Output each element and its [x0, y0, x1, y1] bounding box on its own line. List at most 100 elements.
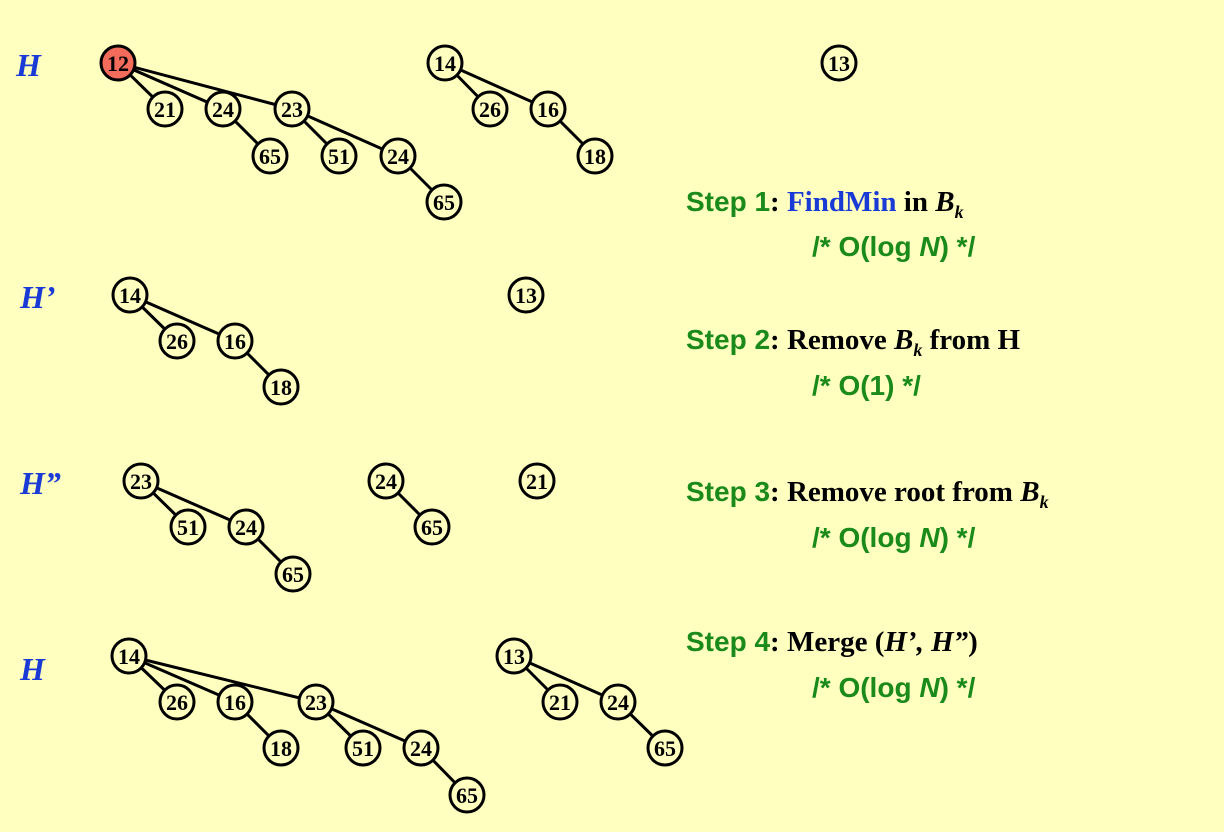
node-circle — [541, 683, 579, 721]
node-key: 18 — [270, 375, 292, 400]
heap-node: 51 — [169, 508, 207, 546]
tree-edge — [128, 654, 236, 704]
node-key: 23 — [130, 469, 152, 494]
node-key: 65 — [421, 515, 443, 540]
node-key: 26 — [166, 329, 188, 354]
step-3-var: B — [1020, 476, 1040, 508]
node-key: 65 — [654, 736, 676, 761]
node-circle — [320, 137, 358, 175]
heap-node: 26 — [158, 683, 196, 721]
node-key: 26 — [479, 97, 501, 122]
node-circle — [344, 729, 382, 767]
heap-node: 14 — [426, 44, 464, 82]
node-circle — [274, 555, 312, 593]
node-circle — [262, 368, 300, 406]
step-3-cost-n: N — [919, 522, 940, 553]
heap-node: 18 — [262, 368, 300, 406]
heap-node: 65 — [251, 137, 289, 175]
heap-node: 51 — [320, 137, 358, 175]
node-circle — [204, 90, 242, 128]
node-circle — [110, 637, 148, 675]
heap-node: 24 — [402, 729, 440, 767]
heap-node: 65 — [425, 183, 463, 221]
step-2-cost: /* O(1) */ — [812, 370, 921, 402]
node-circle — [426, 44, 464, 82]
heap-node: 65 — [274, 555, 312, 593]
heap-node: 65 — [448, 776, 486, 814]
step-4-cost-n: N — [919, 672, 940, 703]
node-circle — [251, 137, 289, 175]
step-3-cost: /* O(log N) */ — [812, 522, 975, 554]
tree-edge — [291, 107, 399, 158]
heap-node: 16 — [216, 322, 254, 360]
node-key: 13 — [503, 644, 525, 669]
step-2-colon: : — [770, 324, 780, 356]
heap-node: 14 — [111, 276, 149, 314]
node-key: 24 — [375, 469, 397, 494]
step-3-pre: Remove root from — [779, 476, 1021, 508]
step-2-pre: Remove — [779, 324, 895, 356]
node-key: 51 — [352, 736, 374, 761]
step-4-cost-a: /* O(log — [812, 672, 920, 703]
heap-node: 24 — [204, 90, 242, 128]
node-key: 21 — [526, 469, 548, 494]
heap-node: 14 — [110, 637, 148, 675]
heap-node: 23 — [297, 683, 335, 721]
heap-node: 26 — [471, 90, 509, 128]
node-key: 65 — [433, 190, 455, 215]
node-circle — [495, 637, 533, 675]
node-key: 12 — [107, 51, 129, 76]
tree-edge — [128, 654, 317, 704]
node-circle — [216, 683, 254, 721]
node-circle — [99, 44, 137, 82]
step-2-number: Step 2 — [686, 324, 771, 355]
node-key: 16 — [537, 97, 559, 122]
step-1-text: Step 1: FindMin in Bk — [686, 186, 964, 223]
node-circle — [146, 90, 184, 128]
step-3-sub: k — [1039, 491, 1049, 512]
step-3-number: Step 3 — [686, 476, 771, 507]
node-key: 51 — [177, 515, 199, 540]
tree-edge — [315, 700, 422, 750]
step-1-cost-b: ) */ — [939, 231, 976, 262]
node-circle — [379, 137, 417, 175]
node-key: 16 — [224, 329, 246, 354]
heap-node: 24 — [227, 508, 265, 546]
heap-node: 23 — [122, 462, 160, 500]
step-3-cost-a: /* O(log — [812, 522, 920, 553]
step-2-sub: k — [913, 339, 923, 360]
step-2-post: from H — [922, 324, 1021, 356]
node-key: 24 — [410, 736, 432, 761]
heap-node: 16 — [529, 90, 567, 128]
heap-node: 51 — [344, 729, 382, 767]
heap-label-h-double-prime: H” — [19, 465, 61, 501]
node-circle — [227, 508, 265, 546]
node-key: 13 — [828, 51, 850, 76]
node-key: 16 — [224, 690, 246, 715]
tree-edge — [117, 61, 293, 111]
heap-node: 24 — [379, 137, 417, 175]
heap-node: 65 — [646, 729, 684, 767]
node-key: 14 — [434, 51, 456, 76]
node-key: 26 — [166, 690, 188, 715]
heap-node: 21 — [518, 462, 556, 500]
node-circle — [471, 90, 509, 128]
heap-node: 21 — [541, 683, 579, 721]
step-2-text: Step 2: Remove Bk from H — [686, 324, 1020, 361]
node-circle — [367, 462, 405, 500]
tree-edge — [444, 61, 549, 111]
heap-node: 12 — [99, 44, 137, 82]
step-1-var: B — [935, 186, 955, 218]
step-1-number: Step 1 — [686, 186, 771, 217]
node-circle — [425, 183, 463, 221]
heap-label-h: H — [15, 47, 42, 83]
step-4-cost: /* O(log N) */ — [812, 672, 975, 704]
node-circle — [413, 508, 451, 546]
step-1-cost-n: N — [919, 231, 940, 262]
node-key: 18 — [584, 144, 606, 169]
step-4-text: Step 4: Merge (H’, H”) — [686, 626, 978, 659]
node-circle — [262, 729, 300, 767]
node-key: 14 — [119, 283, 141, 308]
step-3-colon: : — [770, 476, 780, 508]
